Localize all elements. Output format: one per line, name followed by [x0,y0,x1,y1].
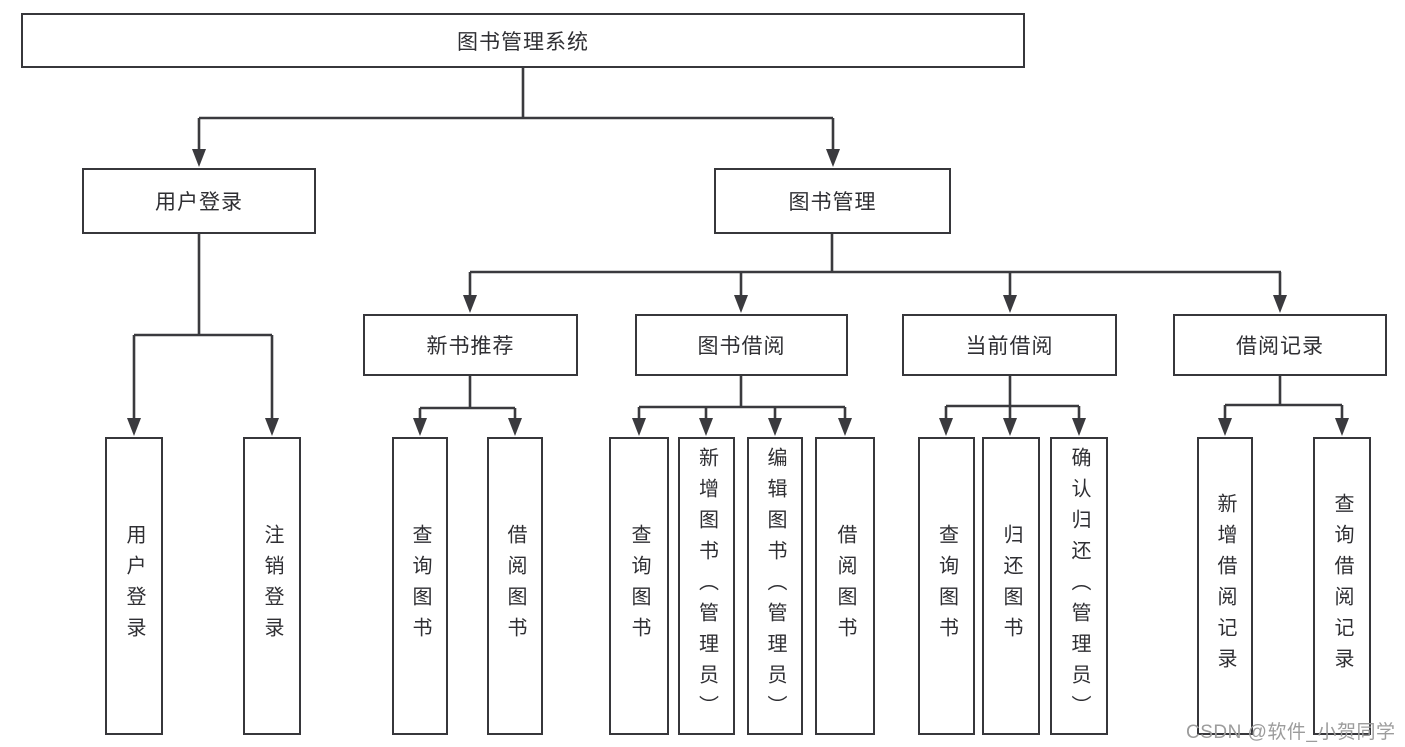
node-label: 当前借阅 [965,335,1054,358]
leaf-borrowing-query-books: 查询图书 [609,437,669,735]
leaf-label: 注销登录 [261,524,283,648]
node-book-management: 图书管理 [714,168,951,234]
leaf-current-return-books: 归还图书 [982,437,1040,735]
leaf-current-query-books: 查询图书 [918,437,975,735]
leaf-current-confirm-return-admin: 确认归还（管理员） [1050,437,1108,735]
node-label: 用户登录 [155,191,243,214]
node-label: 图书管理 [788,191,877,214]
leaf-recommend-borrow-books: 借阅图书 [487,437,543,735]
node-library-management-system: 图书管理系统 [21,13,1025,68]
node-new-book-recommend: 新书推荐 [363,314,578,376]
leaf-label: 确认归还（管理员） [1068,446,1090,726]
leaf-borrowing-add-books-admin: 新增图书（管理员） [678,437,735,735]
leaf-borrowing-edit-books-admin: 编辑图书（管理员） [747,437,803,735]
node-user-login: 用户登录 [82,168,316,234]
leaf-recommend-query-books: 查询图书 [392,437,448,735]
leaf-label: 新增借阅记录 [1214,493,1236,679]
node-label: 图书借阅 [697,335,786,358]
node-label: 借阅记录 [1236,335,1324,358]
leaf-borrowing-borrow-books: 借阅图书 [815,437,875,735]
leaf-label: 借阅图书 [834,524,856,648]
node-label: 新书推荐 [426,335,515,358]
leaf-logout: 注销登录 [243,437,301,735]
node-borrowing-records: 借阅记录 [1173,314,1387,376]
node-current-borrowing: 当前借阅 [902,314,1117,376]
leaf-label: 编辑图书（管理员） [764,446,786,726]
leaf-label: 查询借阅记录 [1331,493,1353,679]
leaf-records-add-borrow-record: 新增借阅记录 [1197,437,1253,735]
leaf-label: 归还图书 [1000,524,1022,648]
leaf-label: 查询图书 [935,524,958,648]
node-label: 图书管理系统 [457,30,589,54]
leaf-records-query-borrow-record: 查询借阅记录 [1313,437,1371,735]
node-book-borrowing: 图书借阅 [635,314,848,376]
leaf-label: 新增图书（管理员） [695,446,718,726]
leaf-user-login: 用户登录 [105,437,163,735]
csdn-watermark: CSDN @软件_小贺同学 [1186,722,1396,743]
leaf-label: 查询图书 [409,524,431,648]
leaf-label: 用户登录 [123,524,145,648]
leaf-label: 借阅图书 [504,524,526,648]
leaf-label: 查询图书 [628,524,650,648]
